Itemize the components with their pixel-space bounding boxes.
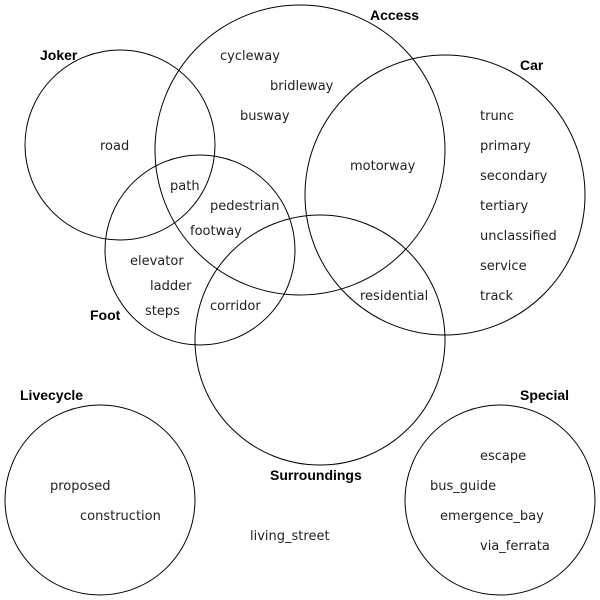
item-corridor: corridor — [210, 299, 261, 314]
item-road: road — [100, 139, 129, 154]
item-living-street: living_street — [250, 529, 330, 544]
item-construction: construction — [80, 509, 161, 524]
access-title: Access — [370, 7, 419, 23]
livecycle-circle — [4, 404, 196, 596]
item-proposed: proposed — [50, 479, 111, 494]
item-track: track — [480, 289, 514, 304]
surroundings-circle — [194, 214, 446, 466]
item-emergence-bay: emergence_bay — [440, 509, 544, 524]
item-secondary: secondary — [480, 169, 548, 184]
item-via-ferrata: via_ferrata — [480, 539, 550, 554]
item-elevator: elevator — [130, 254, 184, 269]
item-steps: steps — [145, 304, 180, 319]
item-path: path — [170, 179, 200, 194]
item-tertiary: tertiary — [480, 199, 528, 214]
item-pedestrian: pedestrian — [210, 199, 280, 214]
item-escape: escape — [480, 449, 526, 464]
item-footway: footway — [190, 224, 242, 239]
item-bridleway: bridleway — [270, 79, 334, 94]
foot-title: Foot — [90, 307, 121, 323]
item-ladder: ladder — [150, 279, 192, 294]
item-busway: busway — [240, 109, 290, 124]
joker-title: Joker — [40, 47, 78, 63]
item-residential: residential — [360, 289, 428, 304]
item-primary: primary — [480, 139, 531, 154]
surroundings-title: Surroundings — [270, 467, 362, 483]
item-unclassified: unclassified — [480, 229, 557, 244]
special-title: Special — [520, 387, 569, 403]
car-circle — [304, 54, 586, 336]
livecycle-title: Livecycle — [20, 387, 83, 403]
access-circle — [154, 4, 446, 296]
special-circle — [404, 404, 596, 596]
joker-circle — [24, 49, 216, 241]
item-bus-guide: bus_guide — [430, 479, 496, 494]
item-cycleway: cycleway — [220, 49, 280, 64]
item-service: service — [480, 259, 527, 274]
item-trunc: trunc — [480, 109, 514, 124]
car-title: Car — [520, 57, 544, 73]
foot-circle — [104, 154, 296, 346]
item-motorway: motorway — [350, 159, 416, 174]
